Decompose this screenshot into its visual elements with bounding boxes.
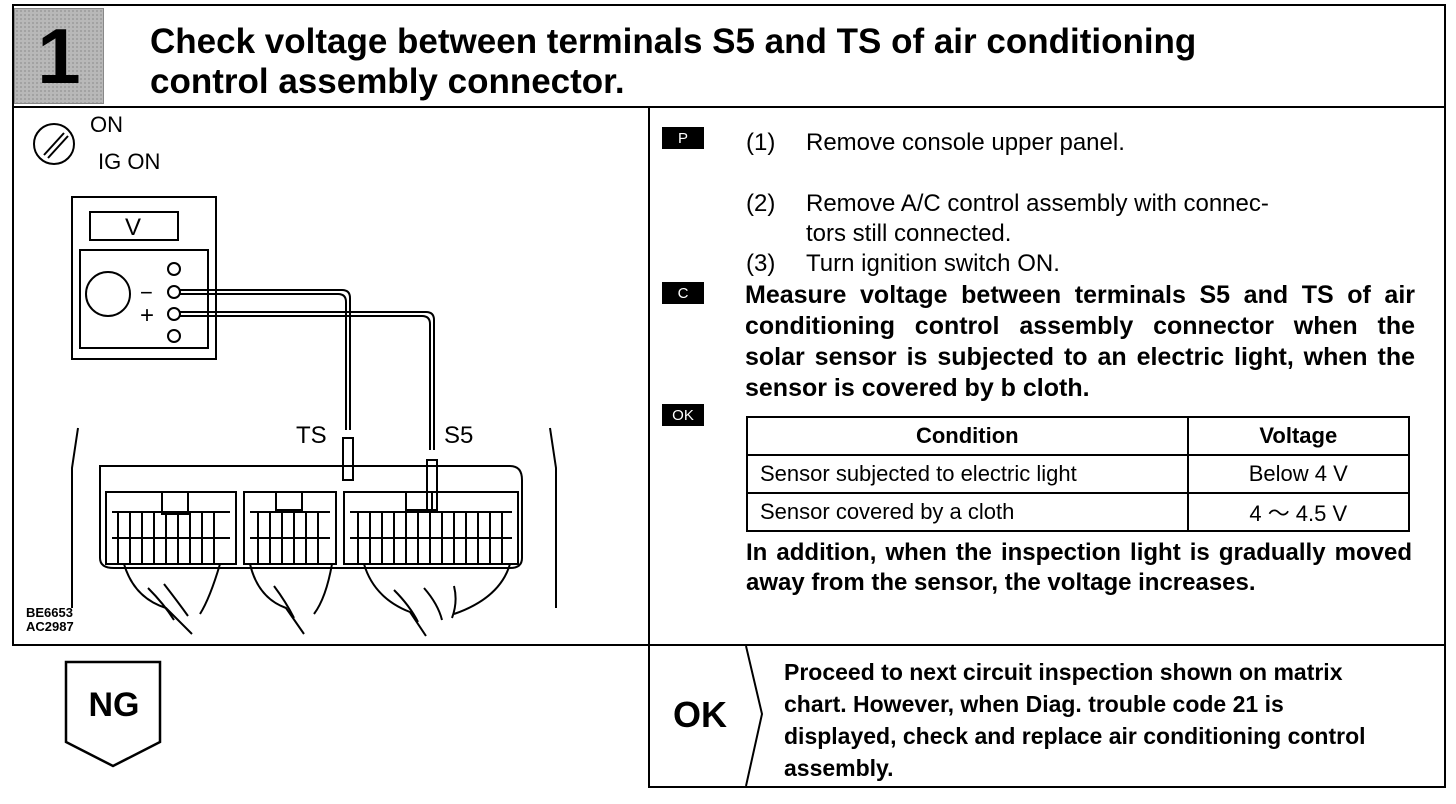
meter-unit-label: V	[125, 214, 142, 241]
tag-ok: OK	[662, 404, 704, 426]
meter-minus-label: −	[140, 280, 153, 305]
table-cell: 4 ～ 4.5 V	[1186, 492, 1411, 532]
step-number: 1	[37, 11, 81, 100]
measure-instruction: Measure voltage between terminals S5 and…	[745, 281, 1415, 402]
page-title: Check voltage between terminals S5 and T…	[150, 22, 1400, 102]
step-3-text: Turn ignition switch ON.	[806, 250, 1060, 277]
tag-c: C	[662, 282, 704, 304]
condition-table: Condition Voltage Sensor subjected to el…	[746, 416, 1411, 532]
column-divider	[648, 106, 650, 646]
terminal-ts-label: TS	[296, 422, 327, 449]
tag-p: P	[662, 127, 704, 149]
probe-ts	[342, 437, 354, 481]
step-2-continuation: tors still connected.	[806, 220, 1012, 247]
ignition-on-label: ON	[90, 112, 123, 137]
ignition-key-icon	[33, 123, 75, 165]
wiring-diagram	[33, 123, 557, 637]
voltmeter-icon	[71, 196, 217, 360]
ok-arrow-divider	[745, 646, 764, 786]
addition-note: In addition, when the inspection light i…	[746, 539, 1412, 596]
step-3: (3) Turn ignition switch ON.	[746, 248, 1060, 279]
step-2-text-a: Remove A/C control assembly with connec-	[806, 190, 1269, 217]
connector-assembly	[71, 427, 557, 637]
ok-frame	[648, 644, 1446, 788]
terminal-s5-label: S5	[444, 422, 474, 449]
ng-label: NG	[88, 686, 140, 724]
ok-label: OK	[673, 694, 727, 735]
step-1-num: (1)	[746, 129, 776, 156]
table-cell: Sensor subjected to electric light	[746, 454, 1189, 494]
ok-instruction: Proceed to next circuit inspection shown…	[784, 659, 1366, 781]
title-line-1: Check voltage between terminals S5 and T…	[150, 22, 1197, 61]
figure-code-2: AC2987	[26, 619, 74, 634]
table-cell: Below 4 V	[1186, 454, 1411, 494]
figure-code-1: BE6653	[26, 605, 73, 620]
meter-plus-label: +	[140, 302, 155, 329]
table-header-cell: Voltage	[1186, 416, 1411, 456]
table-row: Sensor subjected to electric light Below…	[746, 454, 1411, 494]
table-header-row: Condition Voltage	[746, 416, 1411, 456]
step-1-text: Remove console upper panel.	[806, 129, 1125, 156]
table-row: Sensor covered by a cloth 4 ～ 4.5 V	[746, 492, 1411, 532]
test-leads	[180, 289, 435, 450]
title-line-2: control assembly connector.	[150, 62, 625, 101]
table-header-cell: Condition	[746, 416, 1189, 456]
step-2-num: (2)	[746, 190, 776, 217]
step-3-num: (3)	[746, 250, 776, 277]
ng-badge-icon	[64, 660, 162, 768]
table-cell: Sensor covered by a cloth	[746, 492, 1189, 532]
step-1: (1) Remove console upper panel.	[746, 127, 1125, 158]
step-badge: 1	[14, 8, 104, 104]
step-2: (2) Remove A/C control assembly with conn…	[746, 188, 1269, 219]
ignition-ig-on-label: IG ON	[98, 149, 161, 174]
